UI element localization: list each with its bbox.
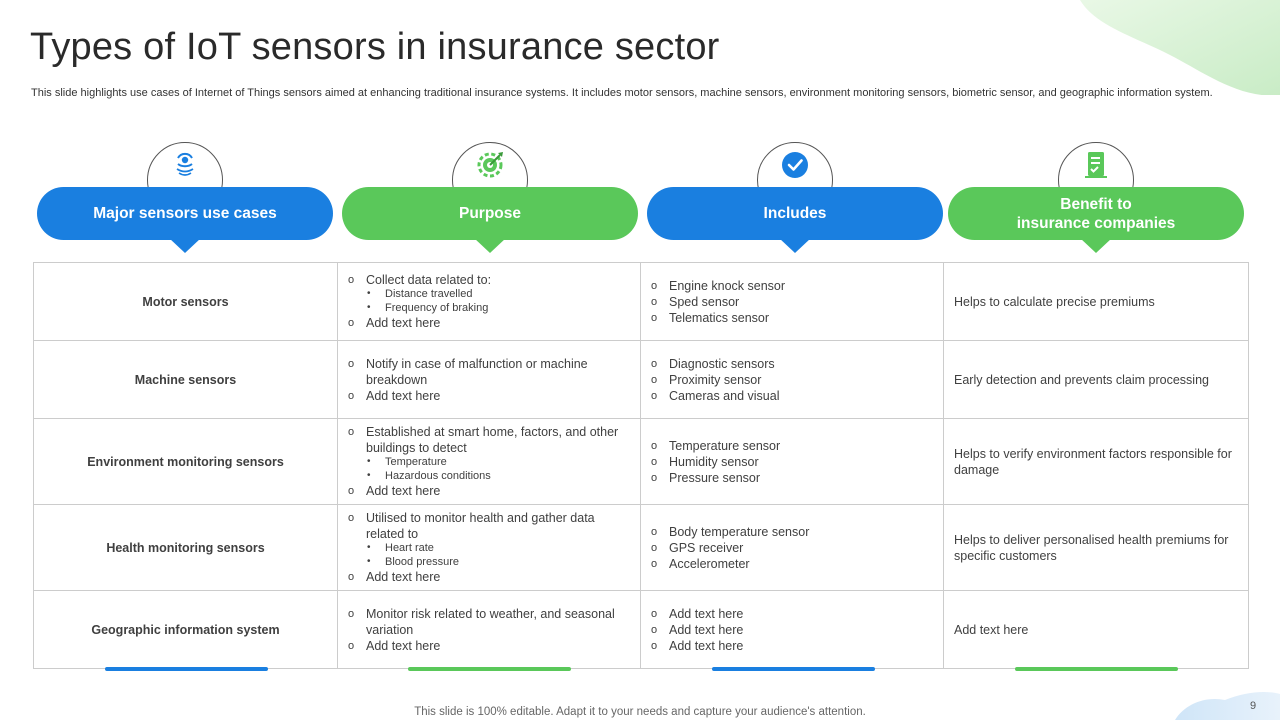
sensor-name: Environment monitoring sensors bbox=[33, 418, 338, 505]
table-row: Health monitoring sensors Utilised to mo… bbox=[33, 504, 1249, 591]
purpose-item: Established at smart home, factors, and … bbox=[348, 424, 634, 483]
purpose-item: Utilised to monitor health and gather da… bbox=[348, 510, 634, 569]
purpose-item: Add text here bbox=[348, 569, 634, 585]
header-benefit: Benefit to insurance companies bbox=[948, 142, 1244, 254]
benefit-cell: Helps to deliver personalised health pre… bbox=[943, 504, 1249, 591]
includes-cell: Temperature sensor Humidity sensor Press… bbox=[640, 418, 944, 505]
includes-item: Proximity sensor bbox=[651, 372, 937, 388]
purpose-cell: Monitor risk related to weather, and sea… bbox=[337, 590, 641, 669]
purpose-subitem: Distance travelled bbox=[366, 287, 634, 301]
footer-note: This slide is 100% editable. Adapt it to… bbox=[414, 706, 866, 718]
purpose-item: Add text here bbox=[348, 483, 634, 499]
includes-cell: Body temperature sensor GPS receiver Acc… bbox=[640, 504, 944, 591]
purpose-subitem: Blood pressure bbox=[366, 555, 634, 569]
accent-bar-blue bbox=[105, 667, 268, 671]
includes-item: Temperature sensor bbox=[651, 438, 937, 454]
includes-item: Add text here bbox=[651, 622, 937, 638]
includes-item: GPS receiver bbox=[651, 540, 937, 556]
purpose-item: Add text here bbox=[348, 388, 634, 404]
includes-item: Engine knock sensor bbox=[651, 278, 937, 294]
header-label: Benefit to insurance companies bbox=[948, 187, 1244, 240]
header-pointer bbox=[474, 238, 506, 253]
decorative-wave-top bbox=[1080, 0, 1280, 95]
includes-item: Diagnostic sensors bbox=[651, 356, 937, 372]
slide-subtitle: This slide highlights use cases of Inter… bbox=[31, 87, 1213, 99]
purpose-item: Monitor risk related to weather, and sea… bbox=[348, 606, 634, 638]
includes-item: Sped sensor bbox=[651, 294, 937, 310]
purpose-item: Add text here bbox=[348, 638, 634, 654]
benefit-cell: Helps to verify environment factors resp… bbox=[943, 418, 1249, 505]
table-row: Machine sensors Notify in case of malfun… bbox=[33, 340, 1249, 419]
header-major-sensors: Major sensors use cases bbox=[37, 142, 333, 254]
purpose-cell: Notify in case of malfunction or machine… bbox=[337, 340, 641, 419]
header-label: Includes bbox=[647, 187, 943, 240]
header-label: Major sensors use cases bbox=[37, 187, 333, 240]
accent-bar-green bbox=[408, 667, 571, 671]
purpose-item: Collect data related to: Distance travel… bbox=[348, 272, 634, 315]
purpose-item: Add text here bbox=[348, 315, 634, 331]
slide-title: Types of IoT sensors in insurance sector bbox=[30, 26, 720, 68]
header-label: Purpose bbox=[342, 187, 638, 240]
sensor-name: Motor sensors bbox=[33, 262, 338, 341]
decorative-wave-bottom bbox=[1175, 692, 1280, 720]
header-includes: Includes bbox=[647, 142, 943, 254]
purpose-subitem: Heart rate bbox=[366, 541, 634, 555]
sensor-waves-icon bbox=[176, 152, 194, 176]
includes-cell: Diagnostic sensors Proximity sensor Came… bbox=[640, 340, 944, 419]
target-gear-icon bbox=[477, 152, 503, 178]
sensor-table: Motor sensors Collect data related to: D… bbox=[33, 262, 1249, 669]
purpose-item: Notify in case of malfunction or machine… bbox=[348, 356, 634, 388]
sensor-name: Machine sensors bbox=[33, 340, 338, 419]
purpose-cell: Collect data related to: Distance travel… bbox=[337, 262, 641, 341]
table-row: Environment monitoring sensors Establish… bbox=[33, 418, 1249, 505]
checkmark-circle-icon bbox=[782, 152, 808, 178]
includes-item: Humidity sensor bbox=[651, 454, 937, 470]
includes-item: Telematics sensor bbox=[651, 310, 937, 326]
table-row: Motor sensors Collect data related to: D… bbox=[33, 262, 1249, 341]
purpose-cell: Utilised to monitor health and gather da… bbox=[337, 504, 641, 591]
benefit-cell: Helps to calculate precise premiums bbox=[943, 262, 1249, 341]
includes-item: Accelerometer bbox=[651, 556, 937, 572]
includes-cell: Add text here Add text here Add text her… bbox=[640, 590, 944, 669]
sensor-name: Geographic information system bbox=[33, 590, 338, 669]
header-purpose: Purpose bbox=[342, 142, 638, 254]
includes-item: Body temperature sensor bbox=[651, 524, 937, 540]
purpose-subitem: Hazardous conditions bbox=[366, 469, 634, 483]
benefit-cell: Add text here bbox=[943, 590, 1249, 669]
purpose-cell: Established at smart home, factors, and … bbox=[337, 418, 641, 505]
includes-item: Cameras and visual bbox=[651, 388, 937, 404]
page-number: 9 bbox=[1250, 700, 1257, 712]
sensor-name: Health monitoring sensors bbox=[33, 504, 338, 591]
includes-item: Add text here bbox=[651, 606, 937, 622]
header-pointer bbox=[1080, 238, 1112, 253]
includes-item: Add text here bbox=[651, 638, 937, 654]
accent-bar-blue bbox=[712, 667, 875, 671]
header-pointer bbox=[779, 238, 811, 253]
benefit-cell: Early detection and prevents claim proce… bbox=[943, 340, 1249, 419]
includes-item: Pressure sensor bbox=[651, 470, 937, 486]
purpose-subitem: Frequency of braking bbox=[366, 301, 634, 315]
header-pointer bbox=[169, 238, 201, 253]
table-row: Geographic information system Monitor ri… bbox=[33, 590, 1249, 669]
accent-bar-green bbox=[1015, 667, 1178, 671]
document-check-icon bbox=[1085, 152, 1107, 178]
purpose-subitem: Temperature bbox=[366, 455, 634, 469]
includes-cell: Engine knock sensor Sped sensor Telemati… bbox=[640, 262, 944, 341]
